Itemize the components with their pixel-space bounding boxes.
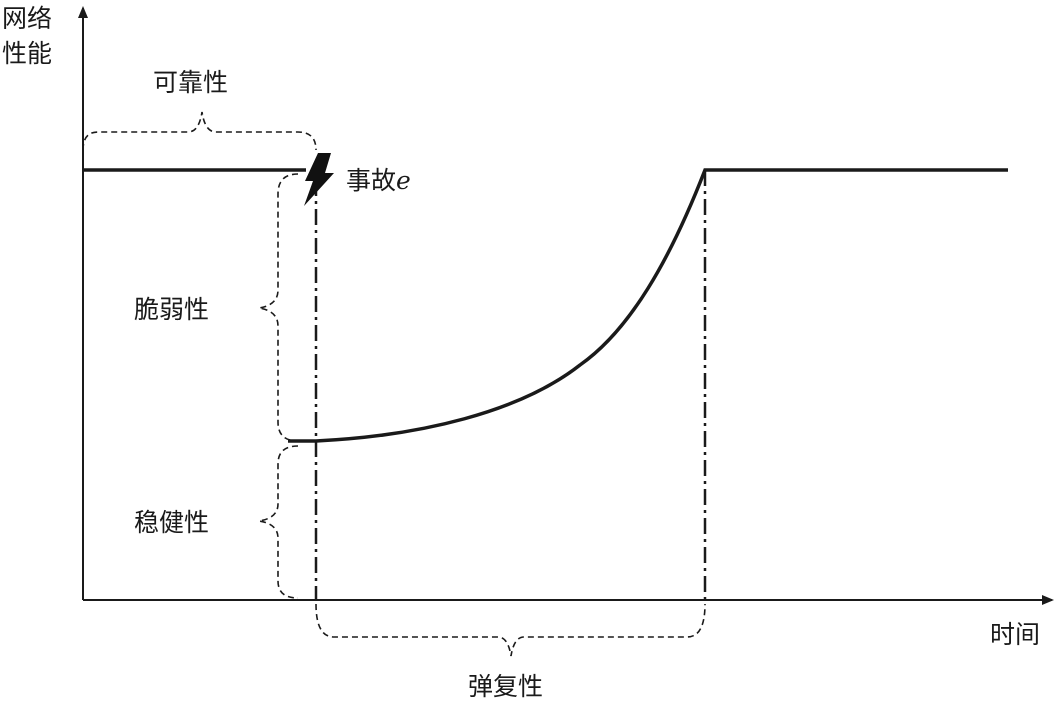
resilience-label: 弹复性	[468, 672, 543, 701]
x-axis-label: 时间	[990, 620, 1040, 649]
lightning-bolt-icon	[304, 153, 334, 206]
reliability-brace	[82, 111, 317, 151]
performance-recovery-curve	[288, 168, 1008, 443]
reliability-label: 可靠性	[153, 68, 228, 97]
event-label: 事故e	[346, 166, 411, 195]
resilience-brace	[315, 603, 706, 657]
vulnerability-brace	[258, 173, 299, 442]
vulnerability-label: 脆弱性	[134, 295, 209, 324]
y-axis-label-line1: 网络	[2, 4, 52, 33]
y-axis-label-line2: 性能	[2, 39, 52, 68]
robustness-brace	[258, 445, 299, 599]
robustness-label: 稳健性	[134, 508, 209, 537]
